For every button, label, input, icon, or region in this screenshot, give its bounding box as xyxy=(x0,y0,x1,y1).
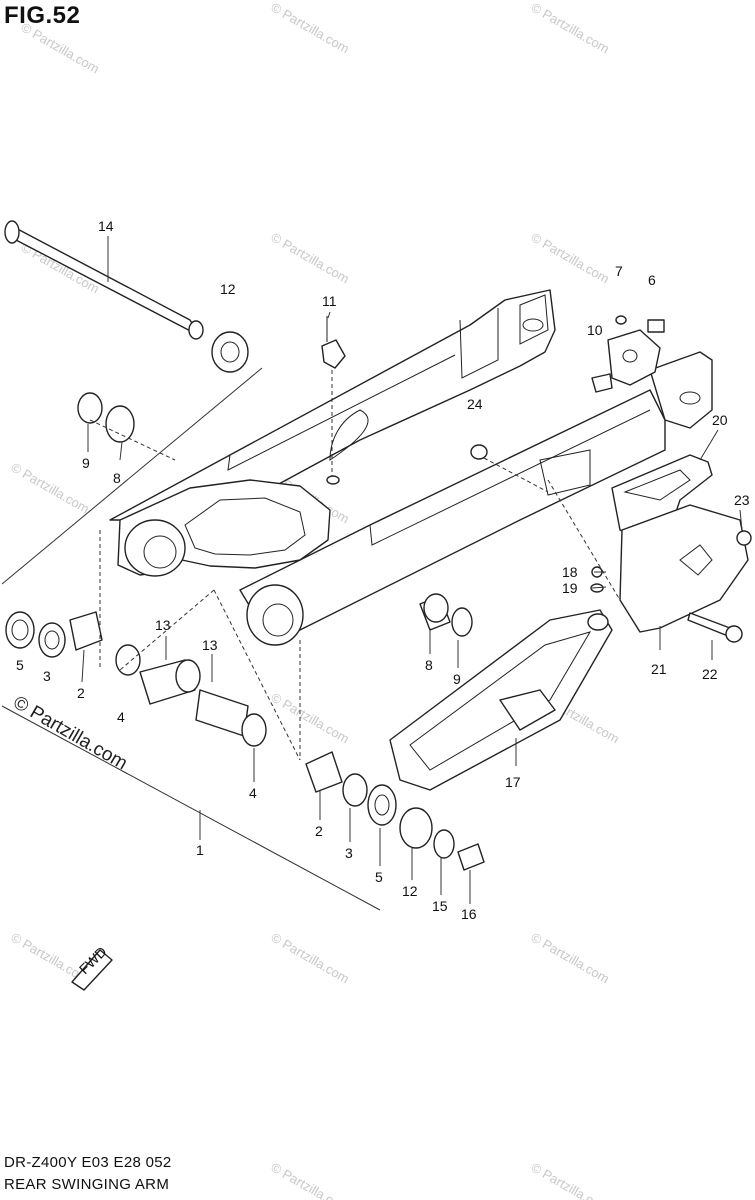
watermark: © Partzilla.com xyxy=(269,0,352,56)
callout-12: 12 xyxy=(402,883,418,899)
callout-13: 13 xyxy=(202,637,218,653)
bolt xyxy=(736,530,752,546)
callout-7: 7 xyxy=(615,263,623,279)
callout-4: 4 xyxy=(117,709,125,725)
right-bearings xyxy=(419,593,473,637)
assembly-bracket xyxy=(1,705,381,911)
nut xyxy=(470,444,488,460)
leader-lines xyxy=(81,311,743,904)
watermark: © Partzilla.com xyxy=(269,930,352,987)
callout-3: 3 xyxy=(345,845,353,861)
pivot-shaft xyxy=(4,220,204,340)
callout-22: 22 xyxy=(702,666,718,682)
callout-24: 24 xyxy=(467,396,483,412)
left-bearing-stack xyxy=(5,392,135,658)
chain-slider xyxy=(389,609,613,791)
fwd-arrow: FWD xyxy=(71,943,113,991)
chain-adjuster xyxy=(591,315,665,393)
watermark: © Partzilla.com xyxy=(529,930,612,987)
callout-numbers: 14 12 11 7 6 10 24 9 8 20 23 18 19 22 21… xyxy=(16,218,750,922)
callout-23: 23 xyxy=(734,492,750,508)
callout-10: 10 xyxy=(587,322,603,338)
callout-17: 17 xyxy=(505,774,521,790)
callout-3: 3 xyxy=(43,668,51,684)
watermark: © Partzilla.com xyxy=(529,0,612,56)
callout-8: 8 xyxy=(425,657,433,673)
callout-9: 9 xyxy=(453,671,461,687)
chain-guide xyxy=(611,454,749,633)
callout-5: 5 xyxy=(16,657,24,673)
watermark-large: © Partzilla.com xyxy=(10,692,131,774)
callout-20: 20 xyxy=(712,412,728,428)
callout-12: 12 xyxy=(220,281,236,297)
assembly-bracket xyxy=(1,367,263,585)
watermark: © Partzilla.com xyxy=(529,1160,612,1200)
callout-14: 14 xyxy=(98,218,114,234)
callout-19: 19 xyxy=(562,580,578,596)
watermark: © Partzilla.com xyxy=(529,230,612,287)
callout-2: 2 xyxy=(315,823,323,839)
watermark: © Partzilla.com xyxy=(9,460,92,517)
callout-2: 2 xyxy=(77,685,85,701)
callout-21: 21 xyxy=(651,661,667,677)
callout-4: 4 xyxy=(249,785,257,801)
callout-5: 5 xyxy=(375,869,383,885)
callout-1: 1 xyxy=(196,842,204,858)
callout-9: 9 xyxy=(82,455,90,471)
callout-6: 6 xyxy=(648,272,656,288)
bottom-bearing-stack xyxy=(305,751,485,871)
callout-11: 11 xyxy=(322,293,337,309)
collar-stack xyxy=(115,644,267,747)
callout-13: 13 xyxy=(155,617,171,633)
callout-8: 8 xyxy=(113,470,121,486)
watermark: © Partzilla.com xyxy=(269,1160,352,1200)
callout-16: 16 xyxy=(461,906,477,922)
watermark: © Partzilla.com xyxy=(19,20,102,77)
watermark: © Partzilla.com xyxy=(269,690,352,747)
callout-15: 15 xyxy=(432,898,448,914)
figure-title: FIG.52 xyxy=(4,2,81,29)
model-code: DR-Z400Y E03 E28 052 xyxy=(4,1154,172,1171)
callout-18: 18 xyxy=(562,564,578,580)
grease-nipple xyxy=(321,316,346,369)
washer xyxy=(211,331,249,373)
section-title: REAR SWINGING ARM xyxy=(4,1176,170,1193)
long-bolt xyxy=(687,612,743,643)
watermark: © Partzilla.com xyxy=(269,230,352,287)
